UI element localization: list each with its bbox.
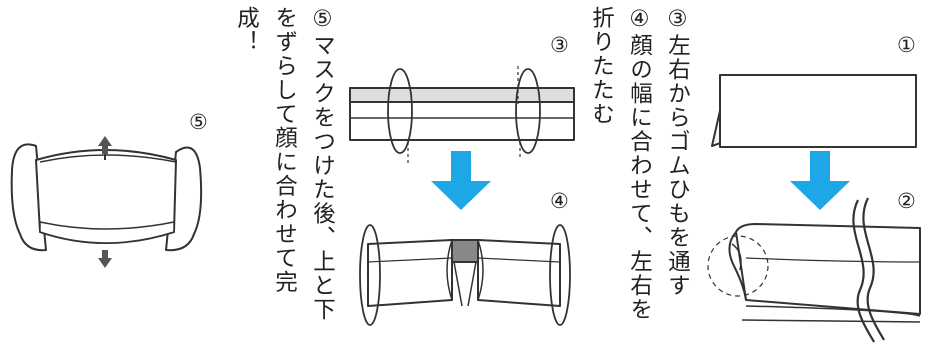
figure-2-label: ② — [897, 189, 916, 213]
step-4-text: ④顔の幅に合わせて、左右を — [626, 6, 653, 322]
figure-3-label: ③ — [550, 33, 569, 57]
figure-1-folded-cloth — [711, 74, 917, 148]
figure-2-folded-with-band — [707, 197, 921, 343]
step-5-text-cont-1: をずらして顔に合わせて完 — [271, 6, 298, 294]
figure-5-finished-mask — [10, 143, 203, 252]
down-arrow-icon — [98, 250, 112, 268]
figure-5-label: ⑤ — [189, 110, 208, 134]
figure-4-folded-strip — [359, 224, 571, 326]
step-4-text-cont: 折りたたむ — [588, 6, 615, 126]
down-arrow-2 — [431, 151, 491, 210]
figure-1-label: ① — [897, 33, 916, 57]
down-arrow-1 — [790, 151, 850, 210]
figure-3-strip-with-loops — [349, 66, 575, 164]
step-3-text: ③左右からゴムひもを通す — [664, 6, 691, 298]
up-arrow-icon — [98, 136, 112, 154]
figure-4-label: ④ — [550, 189, 569, 213]
step-5-text-cont-2: 成！ — [233, 6, 260, 54]
step-5-text: ⑤マスクをつけた後、上と下 — [309, 6, 336, 322]
